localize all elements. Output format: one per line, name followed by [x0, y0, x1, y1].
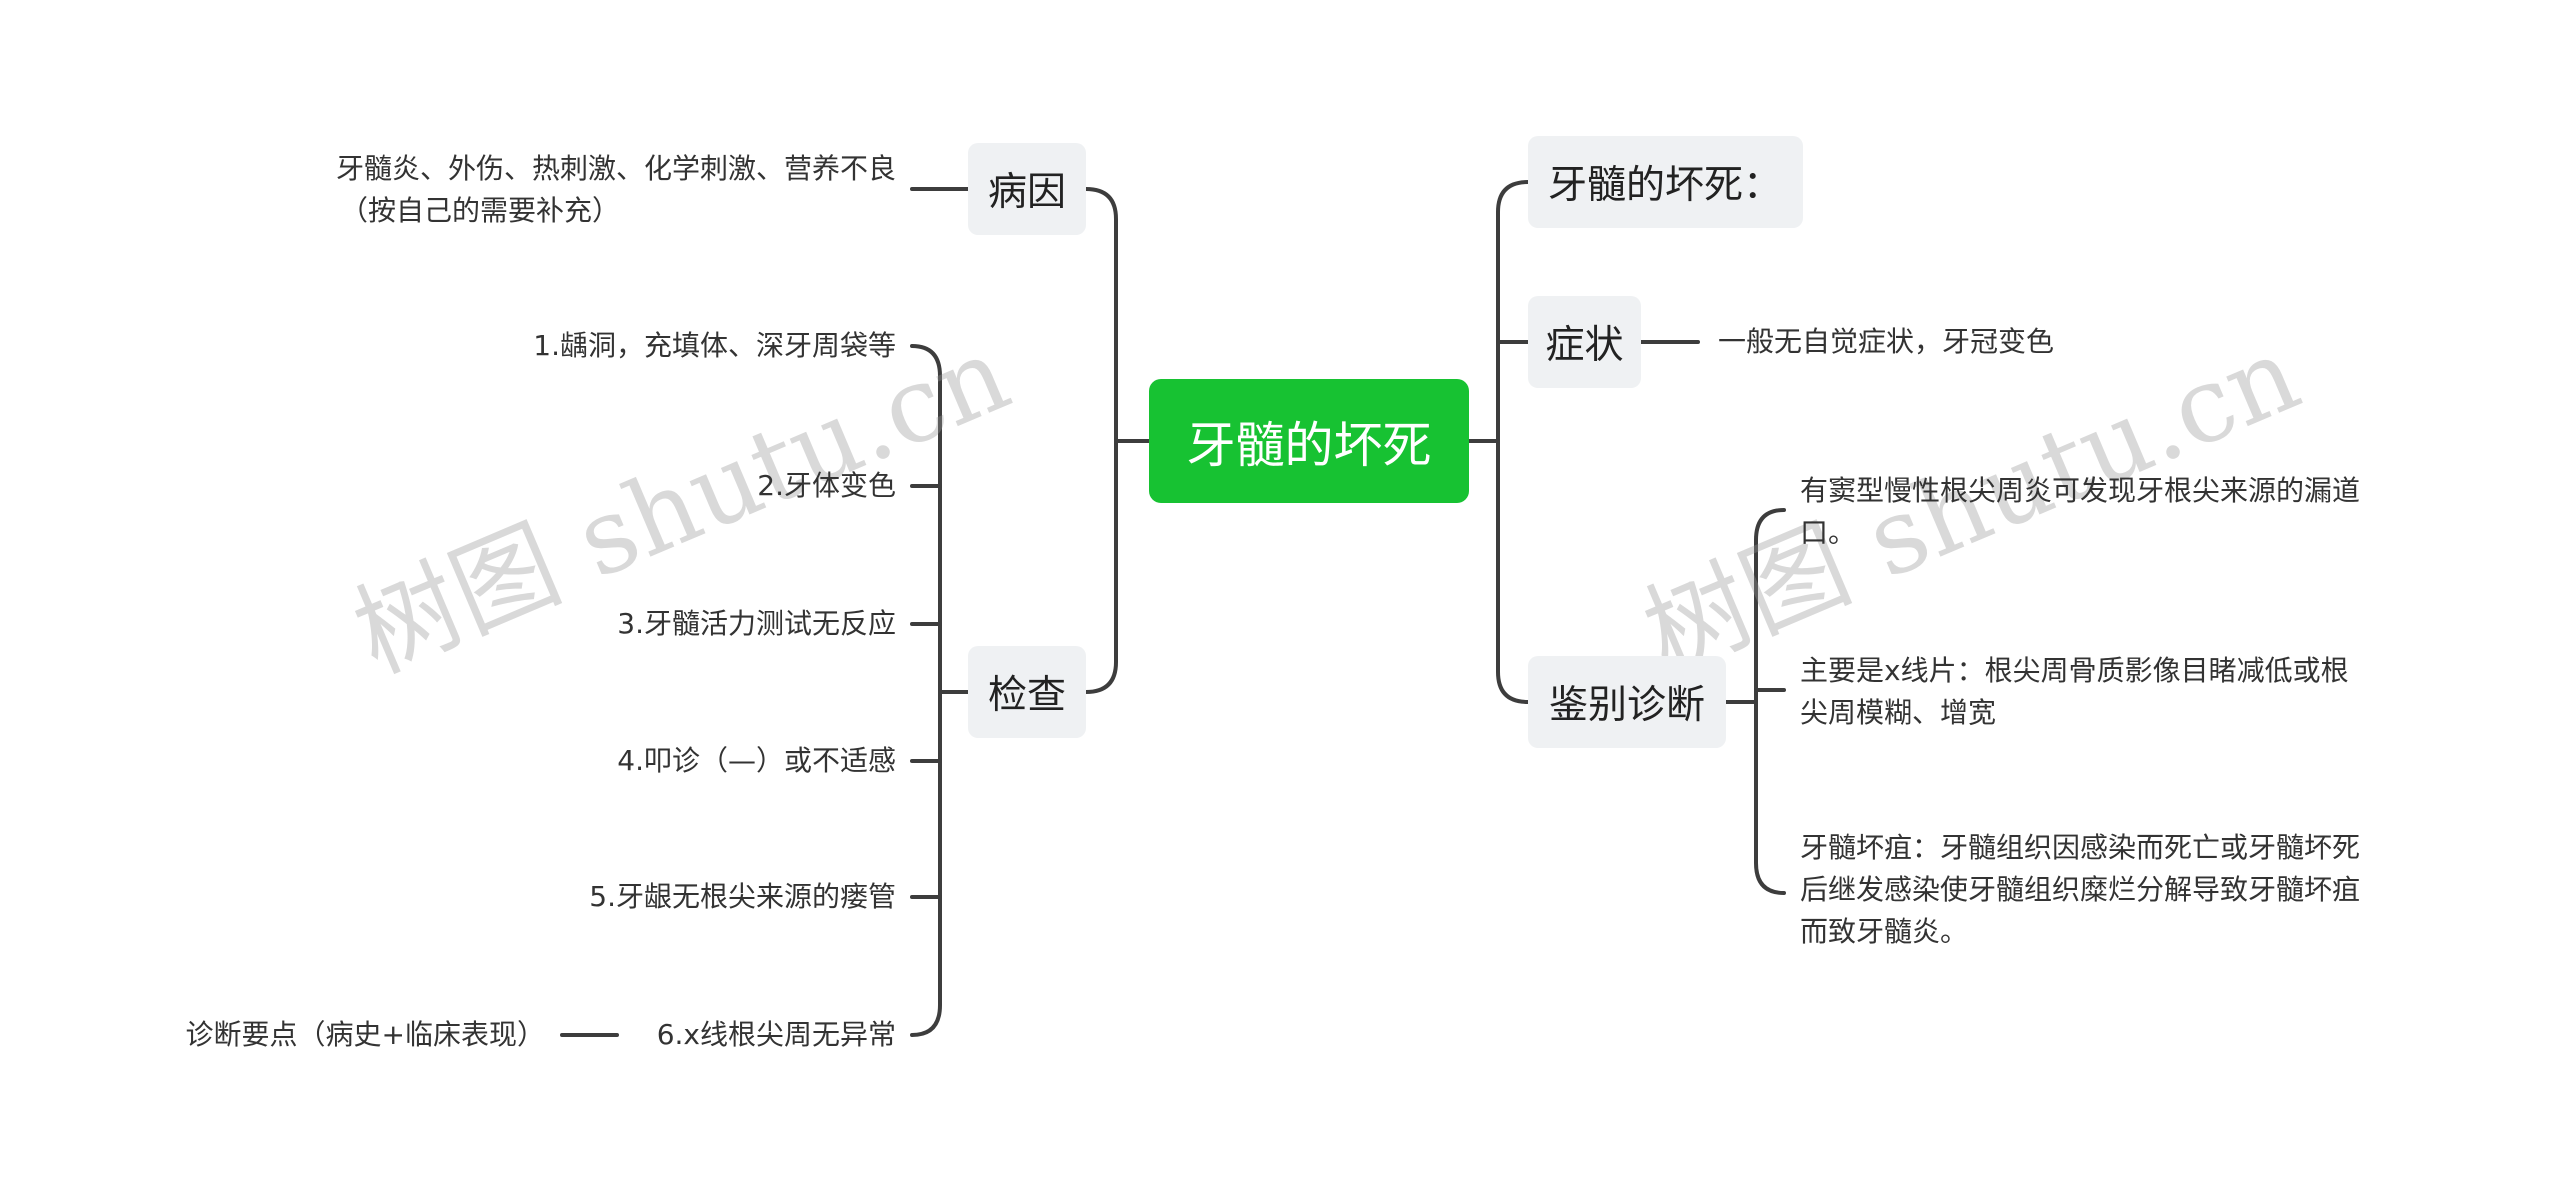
diff-item-1[interactable]: 有窦型慢性根尖周炎可发现牙根尖来源的漏道 口。 [1800, 470, 2360, 554]
diff-item-2-line-2: 尖周模糊、增宽 [1800, 696, 1997, 729]
diff-item-3[interactable]: 牙髓坏疽：牙髓组织因感染而死亡或牙髓坏死 后继发感染使牙髓组织糜烂分解导致牙髓坏… [1800, 827, 2360, 953]
exam-item-6[interactable]: 6.x线根尖周无异常 [656, 1018, 896, 1051]
node-symptom[interactable]: 症状 [1528, 296, 1641, 388]
diff-item-3-line-1: 牙髓坏疽：牙髓组织因感染而死亡或牙髓坏死 [1800, 831, 2361, 864]
diff-item-3-line-3: 而致牙髓炎。 [1800, 915, 1969, 948]
exam-item-6-child[interactable]: 诊断要点（病史+临床表现） [185, 1018, 545, 1051]
exam-bracket [910, 344, 942, 1037]
node-differential[interactable]: 鉴别诊断 [1528, 656, 1726, 748]
leaf-cause-line-2: （按自己的需要补充） [339, 194, 620, 227]
diff-item-1-line-1: 有窦型慢性根尖周炎可发现牙根尖来源的漏道 [1800, 474, 2361, 507]
left-trunk [1084, 187, 1118, 694]
diff-bracket [1754, 508, 1786, 895]
leaf-cause-line-1: 牙髓炎、外伤、热刺激、化学刺激、营养不良 [335, 152, 896, 185]
exam-item-3[interactable]: 3.牙髓活力测试无反应 [617, 607, 896, 640]
node-exam[interactable]: 检查 [968, 646, 1086, 738]
exam-item-2[interactable]: 2.牙体变色 [757, 469, 896, 502]
diff-item-2-line-1: 主要是x线片：根尖周骨质影像目睹减低或根 [1800, 654, 2349, 687]
leaf-symptom[interactable]: 一般无自觉症状，牙冠变色 [1718, 325, 2055, 358]
exam-item-4[interactable]: 4.叩诊（—）或不适感 [617, 744, 896, 777]
node-definition[interactable]: 牙髓的坏死： [1528, 136, 1803, 228]
node-cause[interactable]: 病因 [968, 143, 1086, 235]
leaf-cause[interactable]: 牙髓炎、外伤、热刺激、化学刺激、营养不良 （按自己的需要补充） [336, 148, 896, 232]
exam-item-5[interactable]: 5.牙龈无根尖来源的瘘管 [589, 880, 896, 913]
exam-item-1[interactable]: 1.龋洞，充填体、深牙周袋等 [533, 329, 896, 362]
diff-item-2[interactable]: 主要是x线片：根尖周骨质影像目睹减低或根 尖周模糊、增宽 [1800, 650, 2349, 734]
diff-item-3-line-2: 后继发感染使牙髓组织糜烂分解导致牙髓坏疽 [1800, 873, 2361, 906]
root-node[interactable]: 牙髓的坏死 [1149, 379, 1469, 503]
right-trunk [1496, 180, 1530, 704]
diff-item-1-line-2: 口。 [1800, 516, 1857, 549]
